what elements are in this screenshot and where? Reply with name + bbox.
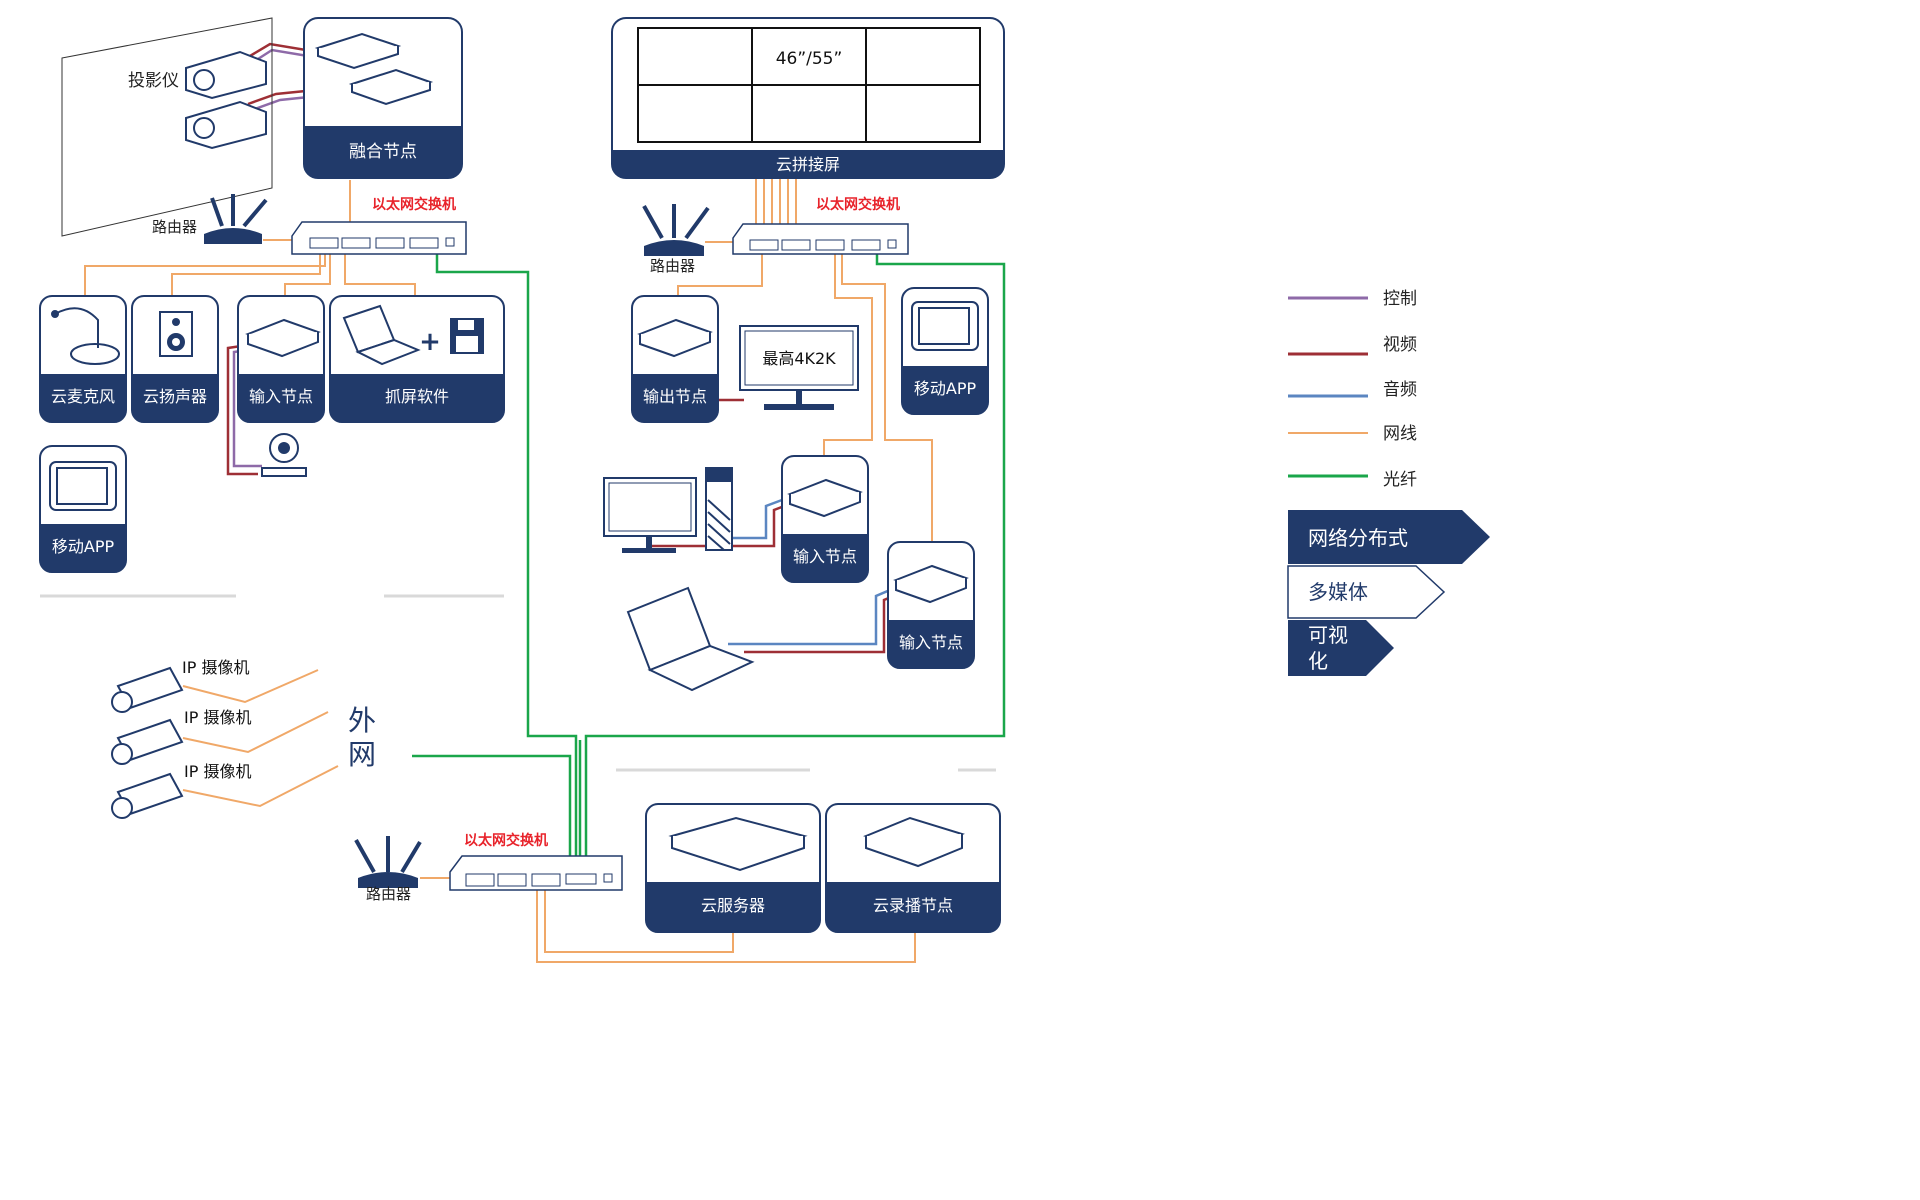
output-node-label: 输出节点 (643, 387, 707, 406)
switch-label: 以太网交换机 (464, 832, 548, 849)
legend-label-video: 视频 (1383, 335, 1417, 355)
ip-camera-label-1: IP 摄像机 (182, 658, 249, 677)
desktop-pc-icon (603, 467, 733, 553)
capture-software-label: 抓屏软件 (385, 387, 449, 406)
tablet-icon (49, 461, 117, 511)
ip-camera-label-2: IP 摄像机 (184, 708, 251, 727)
router-icon (354, 836, 422, 888)
router-icon (204, 194, 268, 244)
laptop-icon (626, 586, 755, 692)
connection-lines (84, 42, 1006, 963)
tag-distributed-label: 网络分布式 (1308, 526, 1408, 550)
legend-label-network: 网线 (1383, 424, 1417, 444)
cloud-server-label: 云服务器 (701, 896, 765, 915)
video-wall-label: 云拼接屏 (776, 155, 840, 174)
legend-label-fiber: 光纤 (1383, 470, 1417, 490)
network-diagram: 投影仪 融合节点 路由器 以太网交换机 云麦克风 (39, 17, 1490, 963)
svg-text:+: + (419, 327, 441, 357)
microphone-icon (51, 307, 120, 365)
projection-screen (61, 17, 273, 237)
tag-distributed (1288, 510, 1490, 564)
device-icon (787, 478, 863, 518)
router-icon (642, 204, 710, 256)
tag-multimedia (1287, 565, 1446, 619)
mobile-app-card-left: 移动APP (39, 445, 127, 573)
tablet-icon (911, 301, 979, 351)
switch-label: 以太网交换机 (816, 196, 900, 213)
speaker-icon (159, 311, 193, 357)
mobile-app-label-right: 移动APP (914, 379, 977, 398)
extranet-label-2: 网 (348, 738, 376, 771)
mobile-app-card-right: 移动APP (901, 287, 989, 415)
tag-visual-label-1: 可视 (1308, 623, 1348, 647)
cloud-server-card: 云服务器 (645, 803, 821, 933)
extranet-label-1: 外 (348, 704, 376, 737)
laptop-icon (342, 304, 421, 366)
fusion-node-card: 融合节点 (303, 17, 463, 179)
ip-camera-label-3: IP 摄像机 (184, 762, 251, 781)
router-label: 路由器 (366, 885, 411, 903)
wall-grid (637, 27, 981, 143)
legend-label-control: 控制 (1383, 289, 1417, 309)
ethernet-switch (291, 221, 467, 255)
floppy-disk-icon (450, 318, 484, 354)
ptz-camera-icon (261, 433, 307, 477)
cloud-recording-node-card: 云录播节点 (825, 803, 1001, 933)
device-icon (863, 816, 965, 868)
legend-label-audio: 音频 (1383, 380, 1417, 400)
cloud-recording-node-label: 云录播节点 (873, 896, 953, 915)
output-node-card: 输出节点 (631, 295, 719, 423)
input-node-label: 输入节点 (249, 387, 313, 406)
router-label: 路由器 (152, 218, 197, 236)
video-wall-card: 46”/55” 云拼接屏 (611, 17, 1005, 179)
switch-label: 以太网交换机 (372, 196, 456, 213)
wall-size-label: 46”/55” (776, 49, 843, 69)
max-resolution-label: 最高4K2K (762, 349, 836, 368)
device-icon (637, 318, 713, 358)
tag-visual-label-2: 化 (1308, 649, 1328, 673)
device-icon (245, 318, 321, 358)
device-icon (893, 564, 969, 604)
cloud-speaker-card: 云扬声器 (131, 295, 219, 423)
monitor-icon: 最高4K2K (739, 325, 859, 410)
input-node-label-3: 输入节点 (899, 633, 963, 652)
input-node-card: 输入节点 (237, 295, 325, 423)
input-node-label-2: 输入节点 (793, 547, 857, 566)
cloud-mic-label: 云麦克风 (51, 387, 115, 406)
cloud-mic-card: 云麦克风 (39, 295, 127, 423)
projector-icon (185, 50, 267, 150)
section-dividers (40, 594, 996, 772)
legend: 控制 视频 音频 网线 光纤 (1288, 289, 1417, 490)
tag-multimedia-label: 多媒体 (1308, 580, 1368, 604)
input-node-card-2: 输入节点 (781, 455, 869, 583)
fusion-node-label: 融合节点 (349, 142, 417, 162)
mobile-app-label-left: 移动APP (52, 537, 115, 556)
capture-software-card: + 抓屏软件 (329, 295, 505, 423)
cloud-speaker-label: 云扬声器 (143, 387, 207, 406)
projector-label: 投影仪 (128, 71, 179, 91)
server-icon (668, 816, 808, 872)
ethernet-switch (732, 223, 909, 255)
ethernet-switch (449, 855, 623, 891)
input-node-card-3: 输入节点 (887, 541, 975, 669)
device-icon (314, 32, 434, 106)
router-label: 路由器 (650, 257, 695, 275)
ip-camera-icon (111, 666, 184, 819)
tag-visual (1288, 620, 1394, 676)
feature-tags: 网络分布式 多媒体 可视 化 (1287, 510, 1490, 676)
